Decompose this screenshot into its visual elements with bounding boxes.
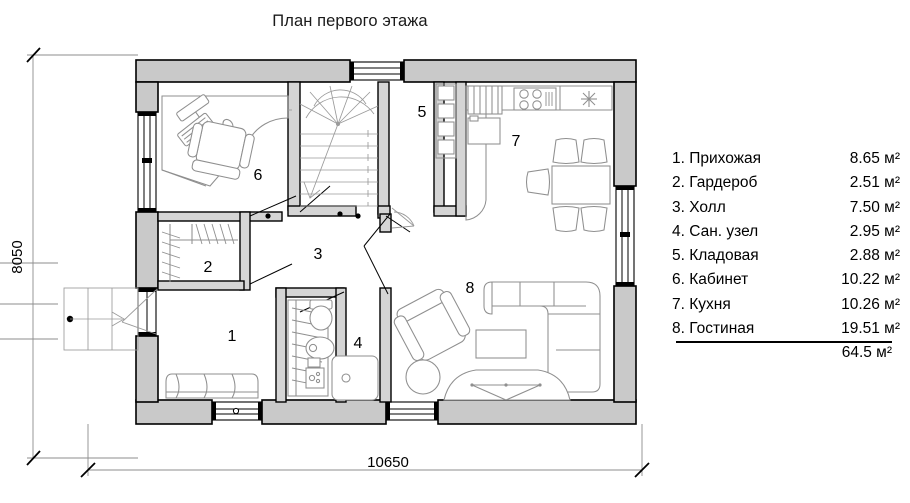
legend-room-area: 8.65 м² (849, 150, 900, 167)
room-legend: 1. Прихожая 8.65 м² 2. Гардероб 2.51 м² … (672, 147, 900, 341)
room-2-wardrobe-furniture (161, 223, 238, 282)
legend-room-name: 4. Сан. узел (672, 222, 759, 240)
dimension-height-label: 8050 (9, 240, 26, 273)
room-label-8: 8 (466, 280, 475, 297)
legend-row: 5. Кладовая 2.88 м² (672, 244, 900, 268)
page-title: План первого этажа (272, 12, 428, 30)
room-label-7: 7 (512, 133, 521, 150)
room-label-5: 5 (418, 104, 427, 121)
staircase (299, 85, 379, 217)
legend-row: 2. Гардероб 2.51 м² (672, 171, 900, 195)
interior-partitions (157, 81, 467, 403)
window-top (349, 61, 405, 81)
legend-room-area: 10.22 м² (841, 271, 900, 289)
room-label-3: 3 (314, 246, 323, 263)
windows (121, 61, 635, 421)
room-label-2: 2 (204, 259, 213, 276)
legend-row: 3. Холл 7.50 м² (672, 196, 900, 220)
legend-room-name: 6. Кабинет (672, 271, 749, 289)
entrance-porch (63, 287, 139, 351)
legend-room-name: 8. Гостиная (672, 320, 755, 338)
dimension-width-label: 10650 (367, 454, 409, 471)
legend-row: 6. Кабинет 10.22 м² (672, 268, 900, 292)
room-label-1: 1 (228, 328, 237, 345)
legend-room-area: 10.26 м² (841, 295, 900, 313)
room-7-kitchen-furniture (465, 85, 613, 233)
legend-total-area: 64.5 м² (841, 344, 892, 361)
legend-room-area: 19.51 м² (841, 320, 900, 338)
legend-room-name: 5. Кладовая (672, 247, 759, 265)
room-6-office-furniture (161, 94, 292, 187)
legend-room-name: 2. Гардероб (672, 174, 758, 192)
window-bottom-left (211, 401, 263, 421)
room-label-4: 4 (354, 335, 363, 352)
legend-total-divider (676, 341, 892, 343)
legend-room-name: 7. Кухня (672, 295, 731, 313)
dimension-text: 8050 10650 (9, 240, 409, 471)
window-bottom-right (385, 401, 439, 421)
legend-row: 8. Гостиная 19.51 м² (672, 317, 900, 341)
room-5-storage-shelves (435, 83, 457, 159)
legend-room-name: 3. Холл (672, 198, 726, 216)
door-leaders (249, 185, 415, 313)
room-4-bathroom-fixtures (305, 299, 379, 401)
legend-room-name: 1. Прихожая (672, 150, 762, 167)
legend-room-area: 7.50 м² (849, 198, 900, 216)
legend-row: 4. Сан. узел 2.95 м² (672, 220, 900, 244)
window-left-upper (137, 111, 157, 213)
entry-door-left (121, 287, 157, 337)
room-1-hall-furniture (165, 373, 259, 399)
legend-row: 7. Кухня 10.26 м² (672, 293, 900, 317)
legend-room-area: 2.88 м² (849, 247, 900, 265)
dimension-lines (0, 47, 650, 478)
room-8-living-furniture (393, 281, 601, 401)
legend-room-area: 2.95 м² (849, 222, 900, 240)
legend-row: 1. Прихожая 8.65 м² (672, 147, 900, 171)
window-right (615, 185, 635, 287)
exterior-walls (135, 59, 637, 425)
legend-room-area: 2.51 м² (849, 174, 900, 192)
room-number-labels: 1 2 3 4 5 6 7 8 (204, 104, 521, 352)
room-label-6: 6 (254, 167, 263, 184)
